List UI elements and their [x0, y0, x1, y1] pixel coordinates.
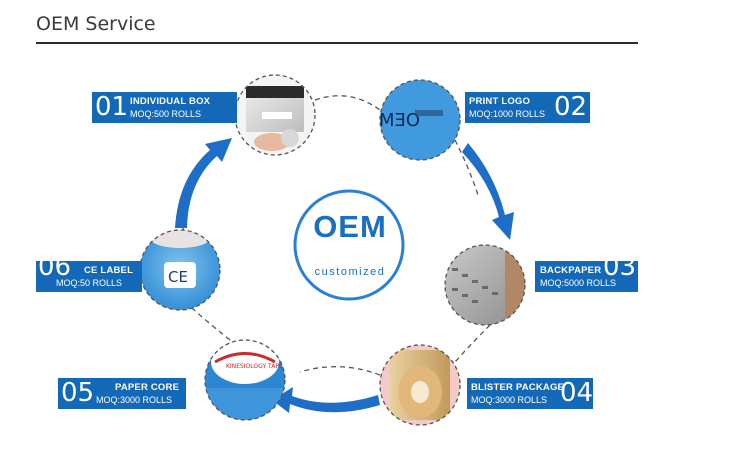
- step-name: BACKPAPER: [540, 265, 602, 276]
- step-moq: MOQ:50 ROLLS: [56, 278, 123, 288]
- step-moq: MOQ:3000 ROLLS: [471, 395, 548, 405]
- step-moq: MOQ:500 ROLLS: [130, 109, 202, 119]
- blister-package-photo: [380, 345, 460, 425]
- print-logo-photo: OEM: [379, 80, 460, 160]
- blister-package-photo-frame: [379, 344, 461, 426]
- step-02-label: PRINT LOGO MOQ:1000 ROLLS 02: [465, 92, 590, 123]
- paper-core-photo-frame: [204, 339, 286, 421]
- step-number: 02: [554, 92, 588, 122]
- step-05-label: 05 PAPER CORE MOQ:3000 ROLLS: [58, 378, 186, 409]
- step-name: BLISTER PACKAGE: [471, 382, 565, 393]
- individual-box-photo: [235, 75, 315, 155]
- connector-04-05: [299, 366, 381, 376]
- step-number: 03: [603, 261, 637, 282]
- svg-text:CE: CE: [168, 268, 188, 286]
- arrow-04-05: [272, 387, 380, 413]
- center-title: OEM: [313, 209, 387, 244]
- individual-box-photo-frame: [234, 74, 316, 156]
- step-number: 04: [560, 378, 593, 408]
- step-name: PAPER CORE: [115, 382, 180, 393]
- step-number: 06: [38, 261, 72, 282]
- backpaper-photo: [445, 245, 525, 325]
- svg-text:KINESIOLOGY TAPE: KINESIOLOGY TAPE: [226, 363, 283, 370]
- step-name: CE LABEL: [84, 265, 134, 276]
- step-04-label: BLISTER PACKAGE MOQ:3000 ROLLS 04: [467, 378, 593, 409]
- connector-03-04: [454, 324, 491, 363]
- step-name: INDIVIDUAL BOX: [130, 96, 211, 107]
- connector-01-02: [314, 95, 381, 111]
- step-moq: MOQ:3000 ROLLS: [96, 395, 173, 405]
- arrow-02-03: [462, 143, 514, 240]
- print-logo-photo-frame: [379, 79, 461, 161]
- arrow-06-01: [175, 138, 232, 228]
- center-subtitle: customized: [314, 266, 386, 278]
- backpaper-photo-frame: [444, 244, 526, 326]
- connector-02-03: [454, 139, 479, 196]
- step-moq: MOQ:5000 ROLLS: [540, 278, 617, 288]
- svg-text:OEM: OEM: [379, 110, 420, 131]
- page-title: OEM Service: [36, 13, 156, 35]
- flow-arrows: [175, 138, 514, 413]
- connector-05-06: [191, 307, 231, 341]
- step-moq: MOQ:1000 ROLLS: [469, 109, 546, 119]
- step-number: 01: [95, 92, 129, 122]
- step-01-label: 01 INDIVIDUAL BOX MOQ:500 ROLLS: [92, 92, 237, 123]
- title-divider: [36, 42, 638, 44]
- step-name: PRINT LOGO: [469, 96, 531, 107]
- step-number: 05: [61, 378, 95, 408]
- step-03-label: BACKPAPER MOQ:5000 ROLLS 03: [535, 261, 638, 292]
- step-06-label: 06 CE LABEL MOQ:50 ROLLS: [36, 261, 142, 292]
- ce-label-photo-frame: [139, 229, 221, 311]
- center-circle: [293, 189, 405, 301]
